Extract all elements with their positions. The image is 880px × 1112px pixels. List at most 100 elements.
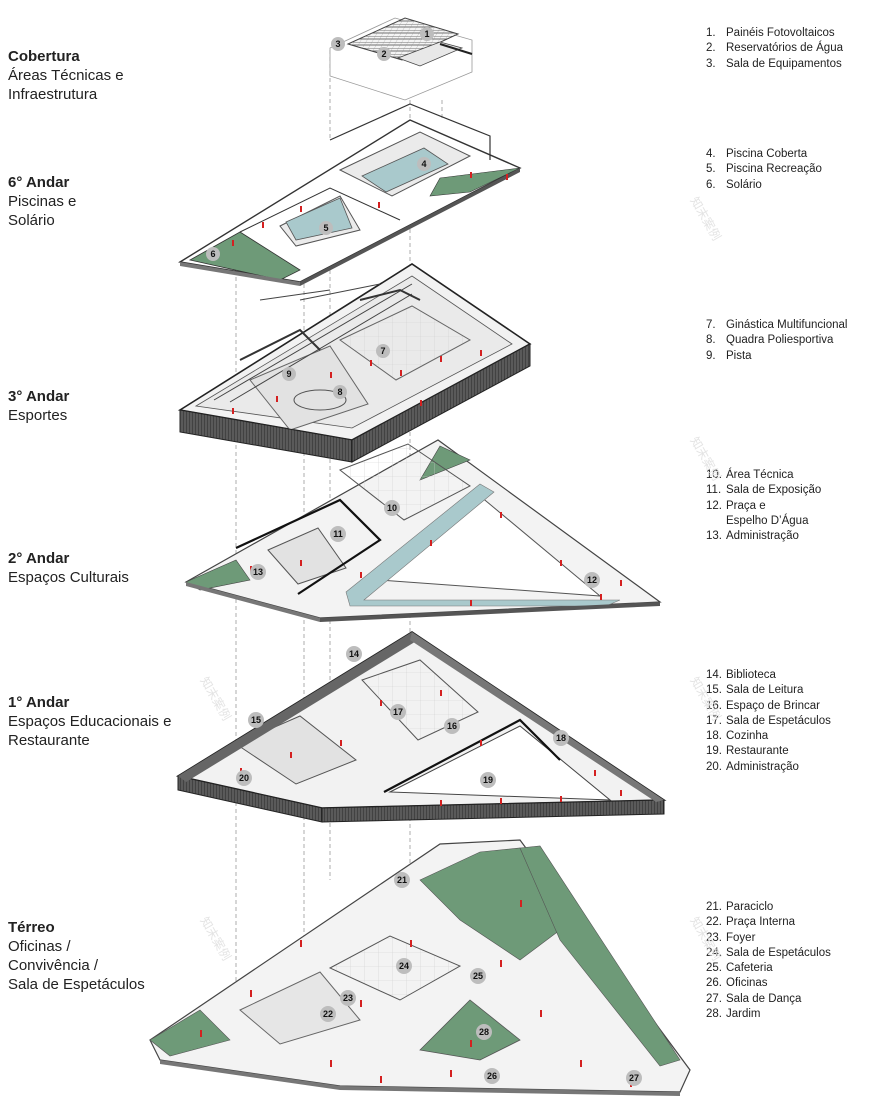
legend-item: 2.Reservatórios de Água xyxy=(706,42,843,55)
svg-text:17: 17 xyxy=(393,707,403,717)
floor-name: Cobertura xyxy=(8,48,80,65)
callout-marker: 26 xyxy=(484,1068,500,1084)
callout-marker: 23 xyxy=(340,990,356,1006)
floor-name: 6° Andar xyxy=(8,174,70,191)
legend-item: 24.Sala de Espetáculos xyxy=(706,946,831,959)
legend-item: 7.Ginástica Multifuncional xyxy=(706,319,848,331)
second-floor-level xyxy=(184,439,662,622)
legend-item: 3.Sala de Equipamentos xyxy=(706,57,842,70)
callout-marker: 15 xyxy=(248,712,264,728)
svg-text:5: 5 xyxy=(323,223,328,233)
floor-desc: Esportes xyxy=(8,407,68,424)
svg-text:知末案例: 知末案例 xyxy=(687,914,724,963)
legend-item: 4.Piscina Coberta xyxy=(706,148,808,160)
legend-item: 8.Quadra Poliesportiva xyxy=(706,334,834,347)
svg-text:23: 23 xyxy=(343,993,353,1003)
callout-marker: 6 xyxy=(206,247,220,261)
callout-marker: 2 xyxy=(377,47,391,61)
legend-item: 13.Administração xyxy=(706,530,799,543)
svg-text:8: 8 xyxy=(337,387,342,397)
callout-marker: 11 xyxy=(330,526,346,542)
floor-desc: Espaços Educacionais e xyxy=(8,713,172,730)
callout-markers: 1 2 3 4 5 6 7 8 9 10 11 12 13 14 15 16 1… xyxy=(206,27,642,1086)
svg-text:19: 19 xyxy=(483,775,493,785)
callout-marker: 14 xyxy=(346,646,362,662)
callout-marker: 27 xyxy=(626,1070,642,1086)
svg-text:11: 11 xyxy=(333,529,343,539)
callout-marker: 21 xyxy=(394,872,410,888)
svg-text:24: 24 xyxy=(399,961,409,971)
legend-item: Espelho D’Água xyxy=(726,514,809,527)
callout-marker: 10 xyxy=(384,500,400,516)
svg-text:13: 13 xyxy=(253,567,263,577)
legend-item: 6.Solário xyxy=(706,178,762,191)
legend-item: 11.Sala de Exposição xyxy=(706,484,822,497)
legend-item: 14.Biblioteca xyxy=(706,669,776,681)
svg-text:知末案例: 知末案例 xyxy=(687,674,724,723)
floor-name: 3° Andar xyxy=(8,388,70,405)
floor-name: 2° Andar xyxy=(8,550,70,567)
callout-marker: 28 xyxy=(476,1024,492,1040)
floor-title-2nd: 2° Andar Espaços Culturais xyxy=(8,549,208,587)
floor-desc: Infraestrutura xyxy=(8,86,98,103)
floor-title-1st: 1° Andar Espaços Educacionais e Restaura… xyxy=(8,693,208,750)
svg-text:27: 27 xyxy=(629,1073,639,1083)
legend-item: 28.Jardim xyxy=(706,1008,761,1021)
svg-text:知末案例: 知末案例 xyxy=(687,194,724,243)
svg-text:9: 9 xyxy=(286,369,291,379)
svg-text:18: 18 xyxy=(556,733,566,743)
callout-marker: 7 xyxy=(376,344,390,358)
first-floor-level xyxy=(175,631,667,823)
callout-marker: 17 xyxy=(390,704,406,720)
legend-item: 18.Cozinha xyxy=(706,730,769,743)
svg-text:21: 21 xyxy=(397,875,407,885)
third-floor-level xyxy=(177,263,532,463)
ground-floor-level xyxy=(149,839,691,1096)
legend-ground: 21.Paraciclo 22.Praça Interna 23.Foyer 2… xyxy=(706,900,876,1022)
floor-desc: Oficinas / xyxy=(8,938,71,955)
svg-text:25: 25 xyxy=(473,971,483,981)
legend-item: 25.Cafeteria xyxy=(706,962,773,975)
floor-title-6th: 6° Andar Piscinas e Solário xyxy=(8,173,208,230)
floor-desc: Áreas Técnicas e xyxy=(8,67,124,84)
svg-text:3: 3 xyxy=(335,39,340,49)
legend-item: 5.Piscina Recreação xyxy=(706,163,822,176)
floor-desc: Espaços Culturais xyxy=(8,569,129,586)
legend-3rd: 7.Ginástica Multifuncional 8.Quadra Poli… xyxy=(706,318,876,364)
legend-item: 20.Administração xyxy=(706,760,799,773)
svg-text:26: 26 xyxy=(487,1071,497,1081)
callout-marker: 4 xyxy=(417,157,431,171)
callout-marker: 25 xyxy=(470,968,486,984)
legend-item: 12.Praça e xyxy=(706,499,766,512)
callout-marker: 9 xyxy=(282,367,296,381)
svg-text:15: 15 xyxy=(251,715,261,725)
legend-roof: 1.Painéis Fotovoltaicos 2.Reservatórios … xyxy=(706,26,876,72)
callout-marker: 18 xyxy=(553,730,569,746)
svg-text:4: 4 xyxy=(421,159,426,169)
svg-text:28: 28 xyxy=(479,1027,489,1037)
svg-text:1: 1 xyxy=(424,29,429,39)
floor-desc: Sala de Espetáculos xyxy=(8,976,145,993)
legend-item: 9.Pista xyxy=(706,349,752,362)
callout-marker: 20 xyxy=(236,770,252,786)
floor-title-roof: Cobertura Áreas Técnicas e Infraestrutur… xyxy=(8,47,208,104)
svg-text:10: 10 xyxy=(387,503,397,513)
svg-text:2: 2 xyxy=(381,49,386,59)
floor-title-ground: Térreo Oficinas / Convivência / Sala de … xyxy=(8,918,208,994)
svg-text:知末案例: 知末案例 xyxy=(197,674,234,723)
legend-item: 22.Praça Interna xyxy=(706,916,796,929)
svg-text:14: 14 xyxy=(349,649,359,659)
callout-marker: 8 xyxy=(333,385,347,399)
legend-item: 26.Oficinas xyxy=(706,977,768,990)
svg-text:20: 20 xyxy=(239,773,249,783)
svg-text:12: 12 xyxy=(587,575,597,585)
legend-item: 16.Espaço de Brincar xyxy=(706,699,820,712)
floor-title-3rd: 3° Andar Esportes xyxy=(8,387,208,425)
callout-marker: 16 xyxy=(444,718,460,734)
floor-desc: Convivência / xyxy=(8,957,99,974)
svg-text:16: 16 xyxy=(447,721,457,731)
legend-2nd: 10.Área Técnica 11.Sala de Exposição 12.… xyxy=(706,468,876,544)
legend-item: 17.Sala de Espetáculos xyxy=(706,714,831,727)
callout-marker: 5 xyxy=(319,221,333,235)
floor-desc: Restaurante xyxy=(8,732,90,749)
